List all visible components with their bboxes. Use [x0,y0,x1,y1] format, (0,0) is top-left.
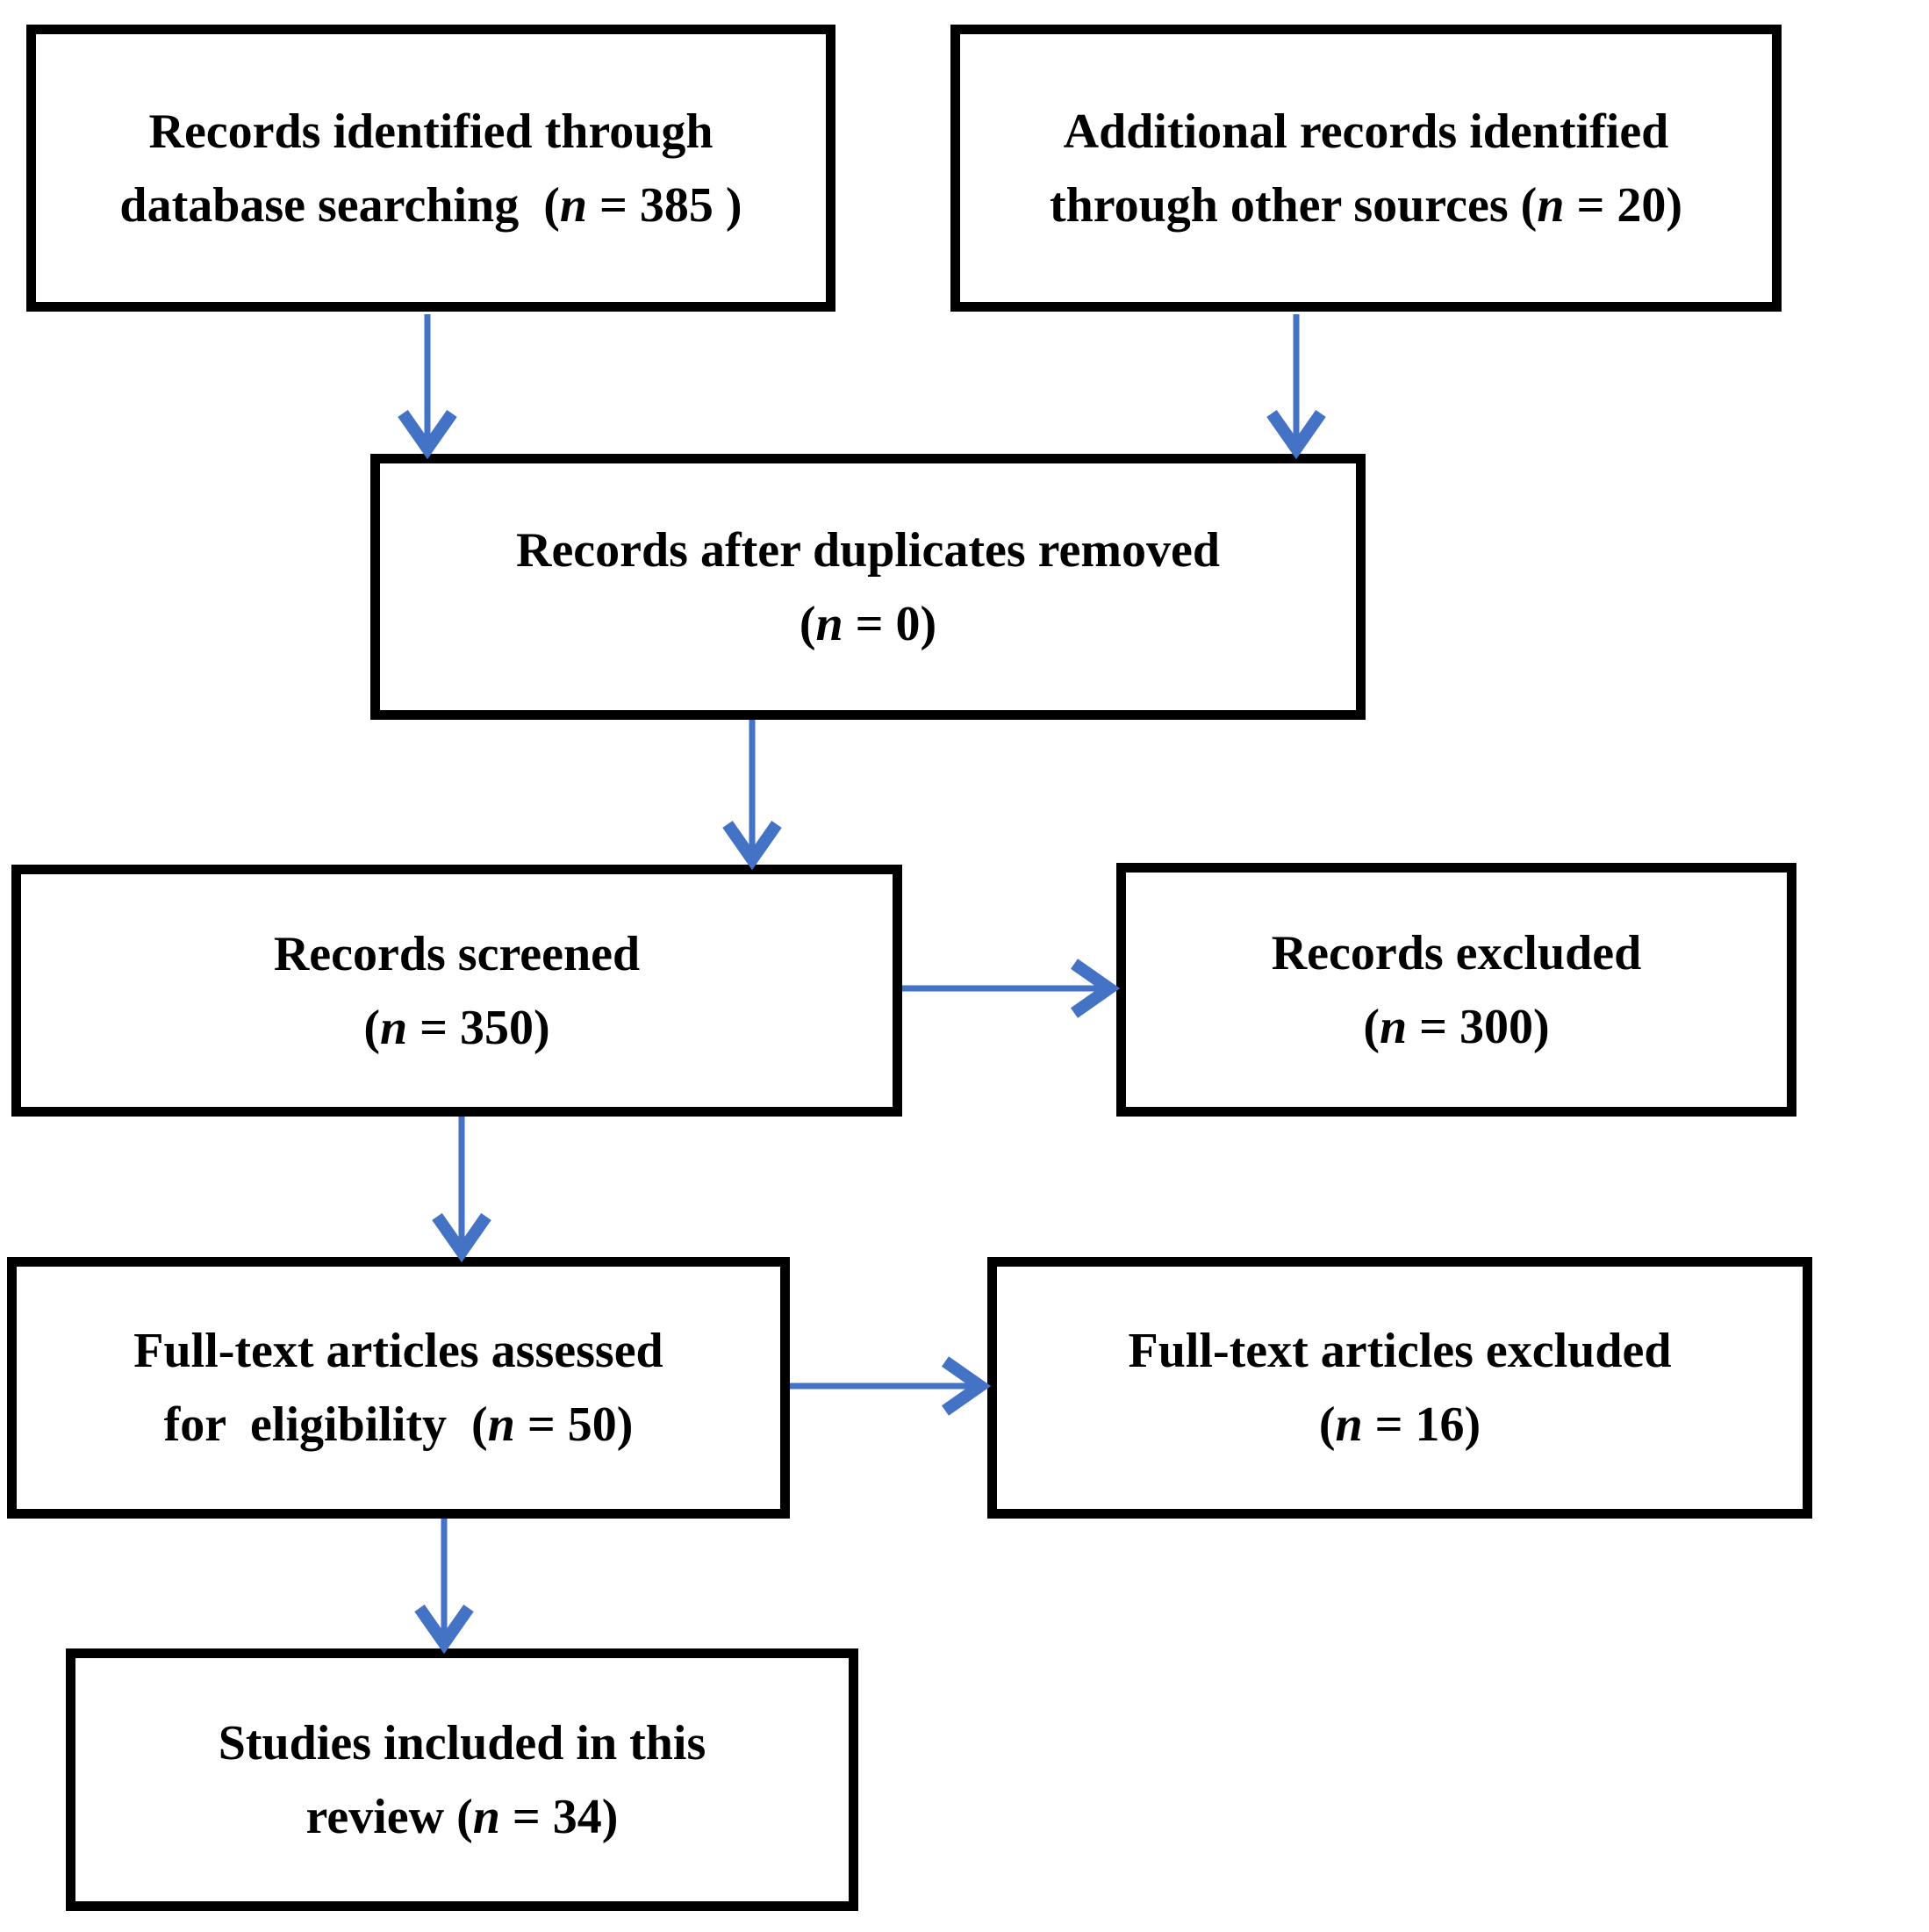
box-duplicates-removed-line2: (n = 0) [799,596,937,651]
box-studies-included-line2: review (n = 34) [305,1789,619,1844]
box-records-identified-line1: Records identified through [148,104,714,159]
box-records-screened: Records screened (n = 350) [11,865,902,1117]
box-records-excluded-line2: (n = 300) [1363,999,1550,1054]
box-fulltext-excluded-line2: (n = 16) [1318,1397,1481,1452]
box-studies-included-line1: Studies included in this [218,1715,706,1770]
n-symbol: n [487,1397,515,1452]
box-duplicates-removed: Records after duplicates removed (n = 0) [370,454,1366,720]
n-symbol: n [1335,1397,1363,1452]
box-records-excluded-line1: Records excluded [1271,925,1642,980]
arrow-additional-to-duplicates [1266,314,1326,460]
box-records-screened-line1: Records screened [273,926,641,981]
n-symbol: n [1379,999,1408,1054]
box-records-identified: Records identified through database sear… [26,25,835,312]
box-fulltext-assessed: Full-text articles assessed for eligibil… [7,1257,790,1519]
arrow-screened-to-fulltext [432,1117,491,1263]
arrow-duplicates-to-screened [722,720,782,871]
arrow-screened-to-excluded [902,959,1121,1018]
n-symbol: n [379,1000,408,1055]
box-additional-records: Additional records identified through ot… [950,25,1782,312]
arrow-fulltext-to-ftexcluded [790,1356,992,1416]
box-records-identified-line2: database searching (n = 385 ) [119,177,742,233]
box-records-screened-line2: (n = 350) [363,1000,550,1055]
arrow-identified-to-duplicates [398,314,457,460]
box-additional-records-line1: Additional records identified [1063,104,1669,159]
box-fulltext-excluded-line1: Full-text articles excluded [1128,1324,1672,1378]
box-fulltext-assessed-line1: Full-text articles assessed [133,1324,663,1378]
n-symbol: n [815,596,843,651]
box-studies-included: Studies included in this review (n = 34) [66,1648,858,1911]
n-symbol: n [559,177,588,233]
box-fulltext-excluded: Full-text articles excluded (n = 16) [987,1257,1812,1519]
n-symbol: n [472,1789,500,1844]
n-symbol: n [1537,177,1565,233]
box-duplicates-removed-line1: Records after duplicates removed [516,522,1220,578]
arrow-fulltext-to-included [414,1519,474,1655]
box-records-excluded: Records excluded (n = 300) [1116,863,1796,1117]
box-additional-records-line2: through other sources (n = 20) [1049,177,1683,233]
box-fulltext-assessed-line2: for eligibility (n = 50) [163,1397,634,1452]
